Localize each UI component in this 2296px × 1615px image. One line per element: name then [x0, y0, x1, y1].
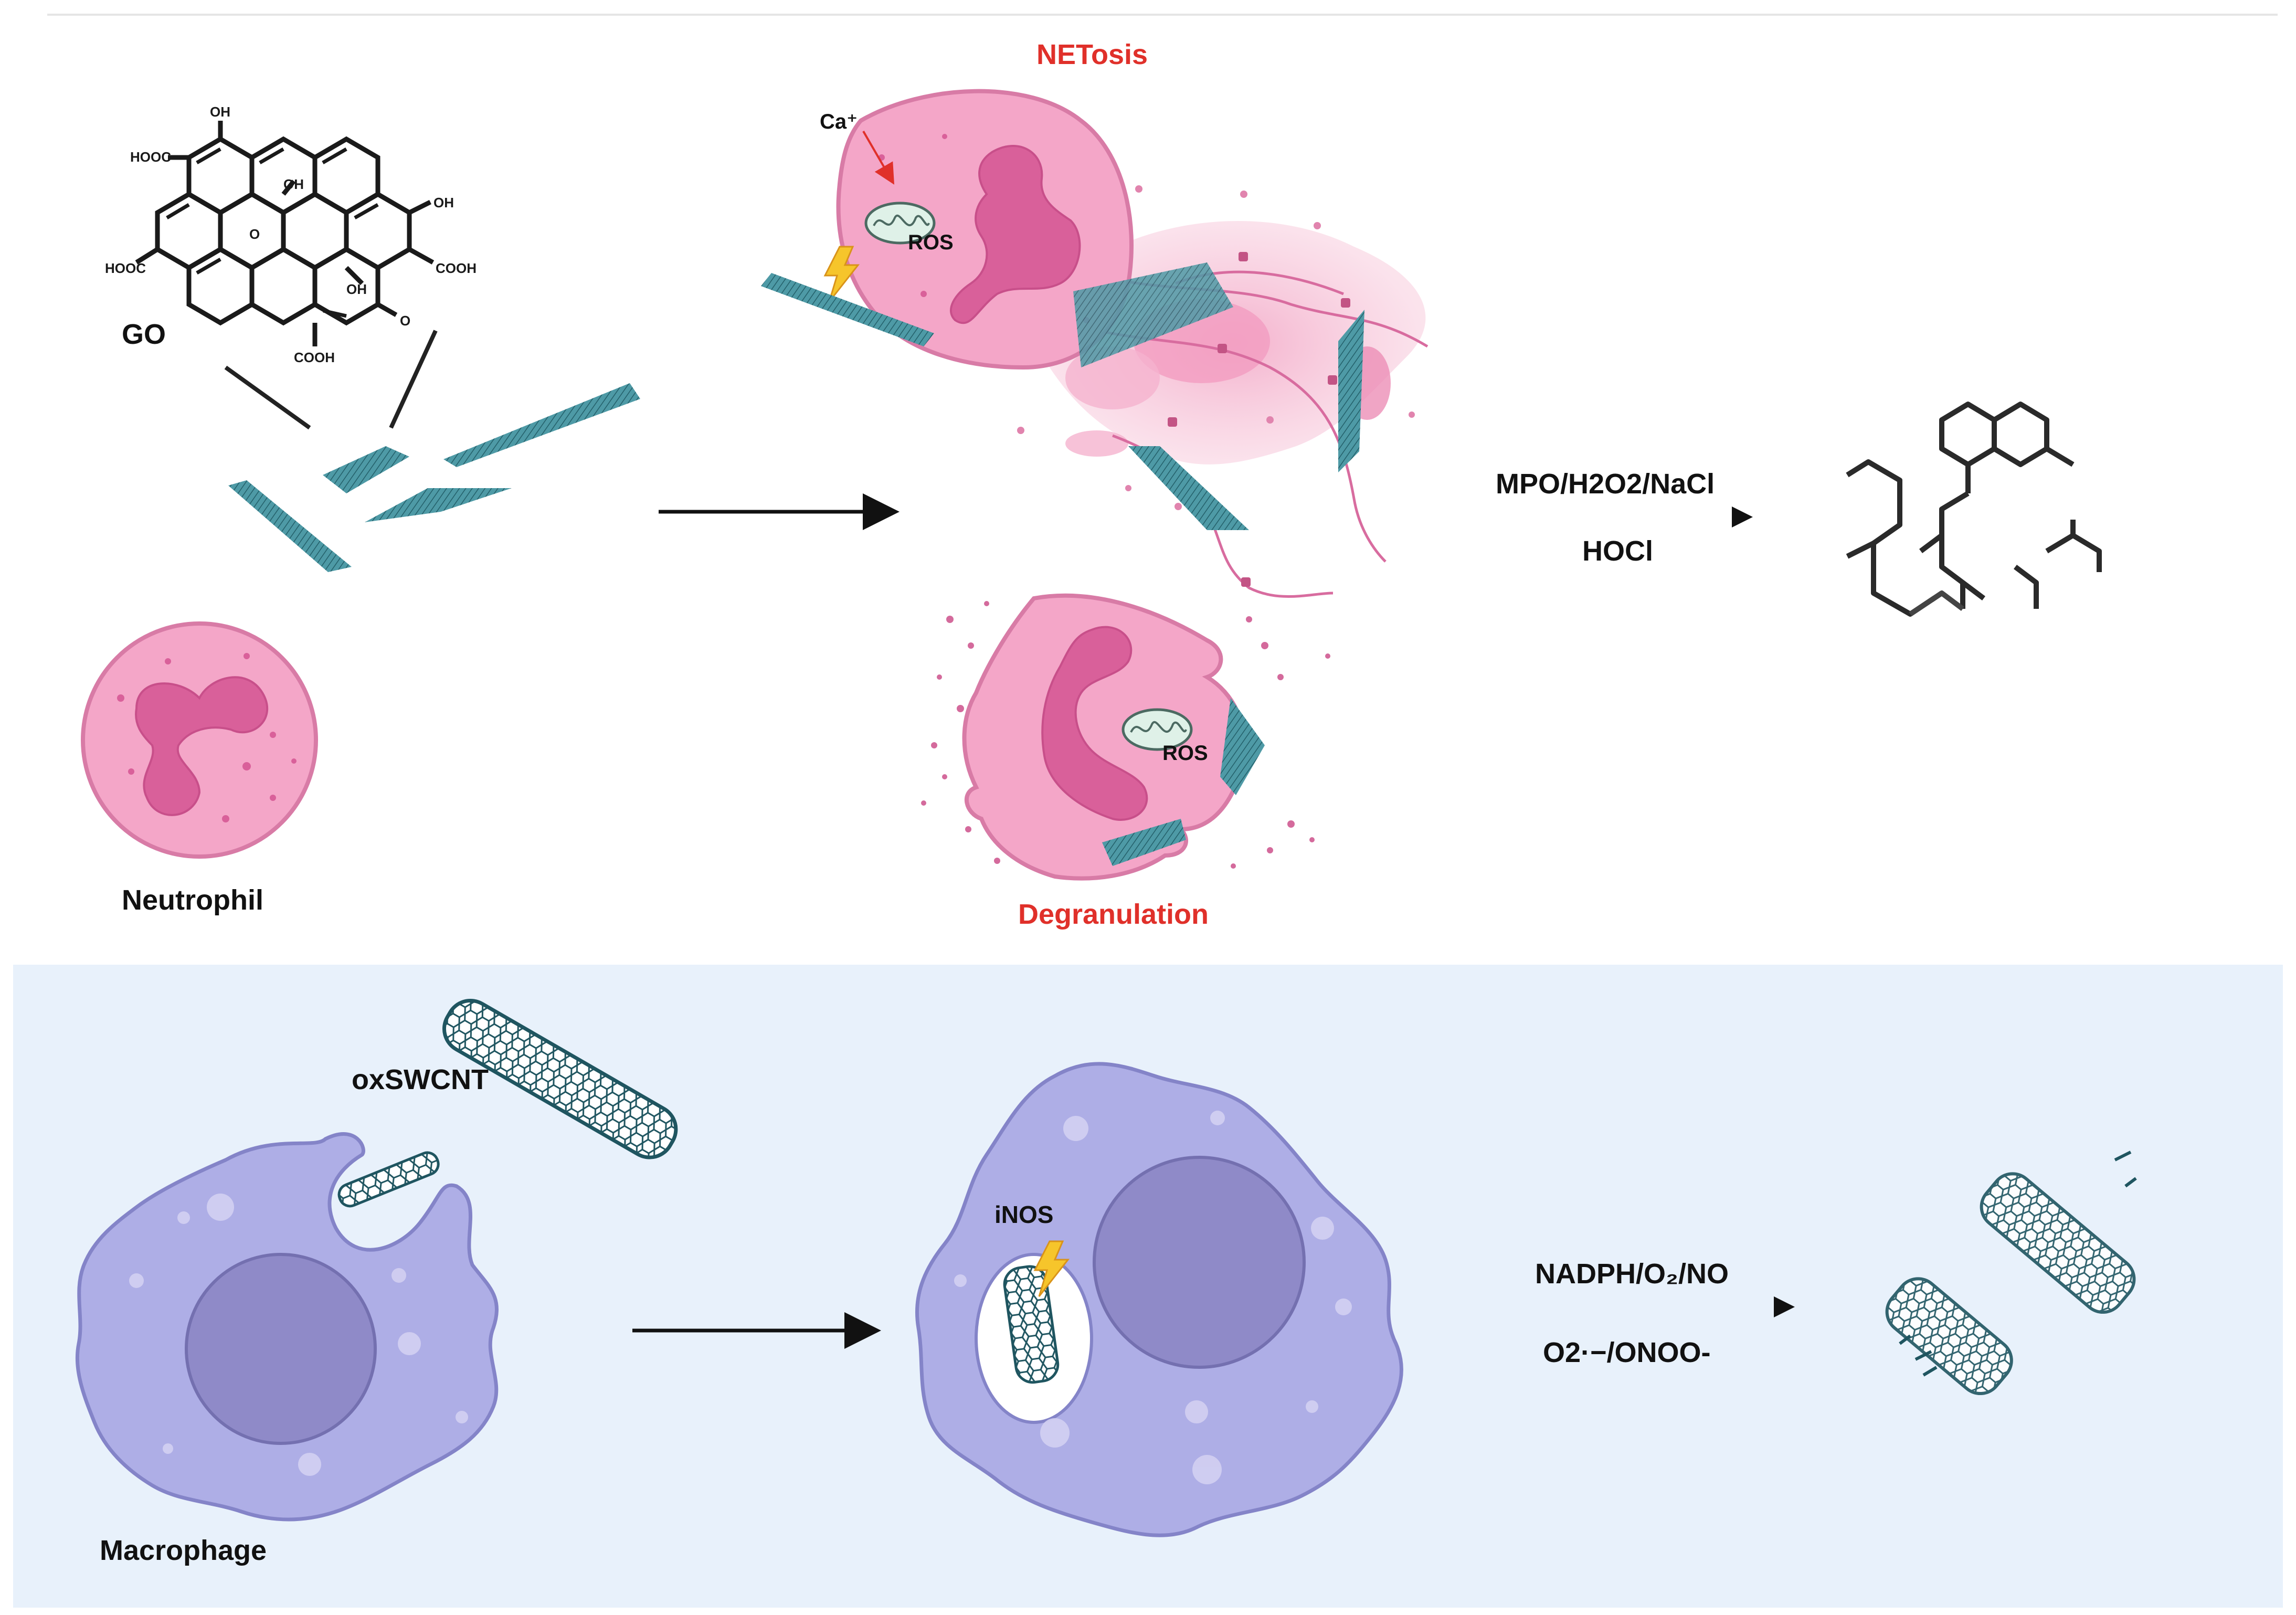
- go-label-hooc-left: HOOC: [105, 260, 146, 276]
- go-double-bonds: [166, 147, 379, 318]
- go-label: GO: [122, 319, 166, 350]
- reaction-label-hocl: HOCl: [1582, 535, 1653, 567]
- go-label-oh-top: OH: [210, 104, 230, 120]
- go-label-cooh-bottom: COOH: [294, 350, 335, 365]
- ros-label-netosis: ROS: [908, 231, 954, 254]
- reaction-label-superoxide: O2·−/ONOO-: [1543, 1337, 1711, 1368]
- lightning-icon-netosis: [823, 246, 860, 302]
- reaction-label-mpo: MPO/H2O2/NaCl: [1496, 468, 1715, 500]
- go-label-cooh-right: COOH: [436, 260, 477, 276]
- zoom-line-left: [224, 365, 311, 430]
- reaction-arrowhead-bottom: [1774, 1296, 1795, 1317]
- oxswcnt-label: oxSWCNT: [352, 1064, 489, 1095]
- macrophage-nucleus: [185, 1253, 377, 1445]
- reaction-arrowhead-top: [1732, 506, 1753, 527]
- lightning-icon-inos: [1033, 1240, 1070, 1297]
- netosis-label: NETosis: [1036, 39, 1148, 70]
- netosis-nucleus: [949, 145, 1081, 324]
- go-flake-1: [228, 480, 352, 572]
- mitochondrion-netosis: [864, 202, 936, 245]
- neutrophil-label: Neutrophil: [122, 884, 263, 916]
- degranulation-label: Degranulation: [1018, 899, 1209, 930]
- macrophage-phagosome: [915, 1062, 1403, 1537]
- go-label-oh-inner: OH: [283, 176, 304, 192]
- netosis-neutrophil: [823, 89, 1134, 370]
- go-flake-2: [323, 446, 409, 493]
- degranulation-nucleus: [1041, 626, 1148, 821]
- go-label-ketone: O: [400, 313, 410, 329]
- macrophage-engulfing: [75, 1132, 499, 1522]
- oxswcnt-nanotube: [442, 998, 678, 1159]
- net-graphene-sheets: [761, 262, 1364, 530]
- go-flake-4: [365, 488, 512, 522]
- go-label-epoxide: O: [249, 226, 260, 242]
- ca-label: Ca⁺: [820, 110, 858, 133]
- macrophage-label: Macrophage: [100, 1535, 267, 1566]
- go-label-oh-lower: OH: [346, 281, 367, 297]
- degraded-product-structure: [1846, 402, 2102, 617]
- go-substituent-labels: OH HOOC OH OH O HOOC COOH OH O COOH: [105, 104, 477, 365]
- inos-label: iNOS: [994, 1201, 1053, 1228]
- reaction-label-nadph: NADPH/O₂/NO: [1535, 1258, 1729, 1290]
- neutrophil-resting: [81, 621, 318, 859]
- go-hexagon-lattice: [135, 121, 435, 346]
- graphene-oxide-structure: [135, 121, 435, 346]
- degranulating-neutrophil: [921, 593, 1330, 881]
- go-flake-3: [443, 383, 640, 467]
- ros-label-degranulation: ROS: [1162, 742, 1208, 765]
- go-flakes: [228, 383, 640, 572]
- neutrophil-nucleus: [135, 676, 269, 816]
- zoom-line-right: [389, 330, 438, 429]
- degraded-nanotube-fragments: [1885, 1150, 2137, 1396]
- ca-influx-arrow: [862, 130, 895, 185]
- go-label-hooc-top: HOOC: [130, 149, 171, 165]
- phagosome-macrophage-nucleus: [1093, 1156, 1306, 1369]
- go-label-oh-right: OH: [433, 195, 454, 210]
- mitochondrion-degranulation: [1121, 708, 1193, 751]
